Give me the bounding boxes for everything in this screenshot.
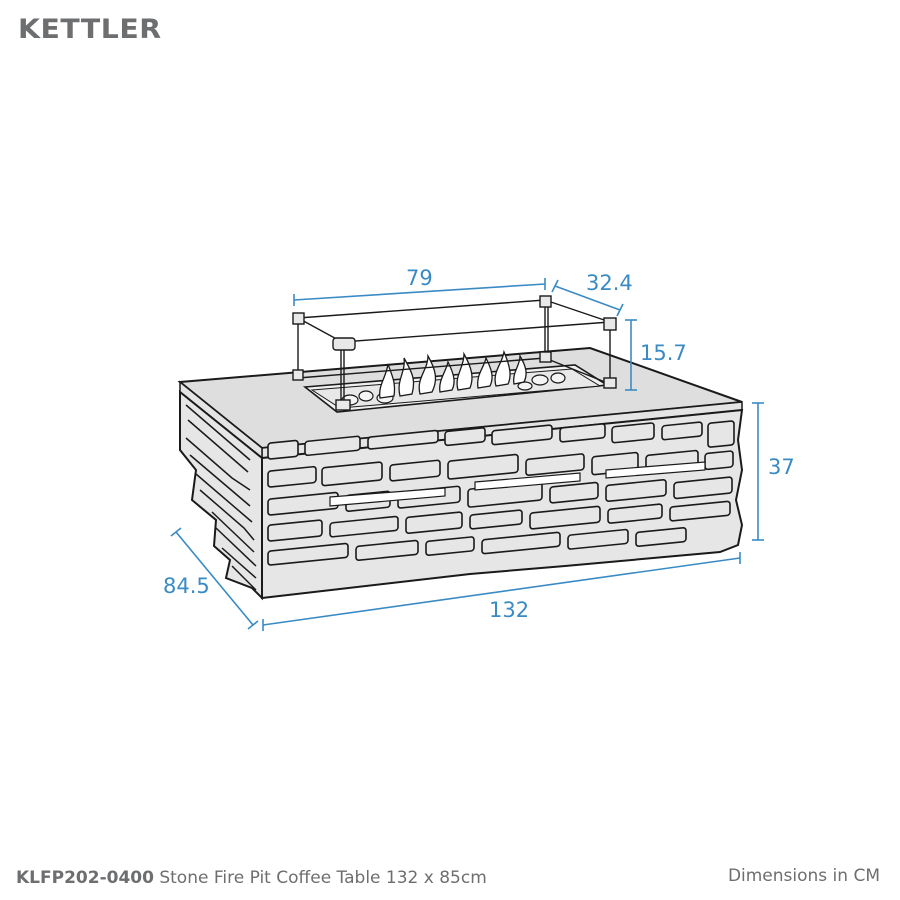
kettler-logo: KETTLER <box>18 14 162 45</box>
side-stone-face <box>179 389 263 601</box>
dimension-table-depth: 84.5 <box>163 574 210 598</box>
units-note: Dimensions in CM <box>727 866 880 886</box>
fire-bowl <box>302 349 610 413</box>
flames <box>379 349 527 399</box>
dimension-lines <box>170 278 764 631</box>
dimension-glass-depth: 32.4 <box>586 271 633 295</box>
product-caption: KLFP202-0400 Stone Fire Pit Coffee Table… <box>16 868 487 888</box>
product-code: KLFP202-0400 <box>16 868 154 888</box>
product-description: Stone Fire Pit Coffee Table 132 x 85cm <box>159 868 487 888</box>
dimension-table-width: 132 <box>489 598 530 622</box>
glass-wind-guard <box>292 295 617 411</box>
front-stone-face <box>261 408 744 600</box>
dimension-glass-width: 79 <box>406 266 433 290</box>
dimension-table-height: 37 <box>768 455 795 479</box>
dimension-glass-height: 15.7 <box>640 341 687 365</box>
